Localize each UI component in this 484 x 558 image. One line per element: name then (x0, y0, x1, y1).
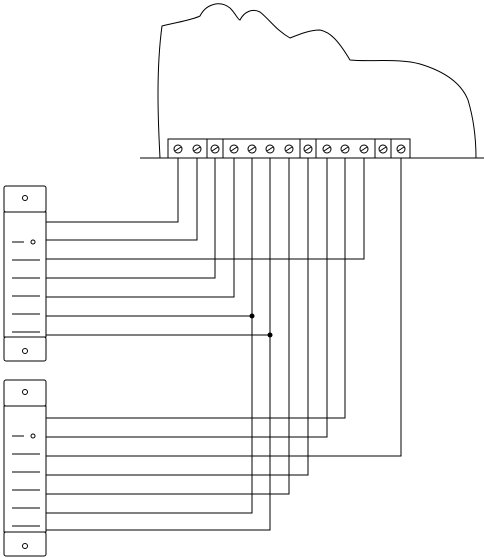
terminal-slot-11 (360, 146, 368, 152)
terminal-screw-4 (229, 144, 239, 154)
upper-connector-key-dot (30, 239, 36, 245)
lower-connector (3, 379, 47, 557)
lower-connector-mount-hole-top (22, 389, 28, 395)
terminal-slot-2 (193, 146, 201, 152)
upper-wire-7 (46, 158, 271, 336)
upper-connector-mount-hole-top (22, 195, 28, 201)
upper-wire-5 (46, 158, 235, 298)
terminal-screw-11 (359, 144, 369, 154)
terminal-screw-12 (378, 144, 388, 154)
upper-connector-mount-hole-bottom (22, 348, 28, 354)
lower-wire-5 (46, 158, 290, 495)
lower-wire-4 (46, 158, 309, 476)
terminal-screw-8 (303, 144, 313, 154)
terminal-screw-2 (192, 144, 202, 154)
terminal-slot-10 (341, 146, 349, 152)
lower-connector-bottom-cap (3, 531, 47, 557)
upper-connector (3, 185, 47, 362)
wires (46, 158, 402, 531)
junction-dot-1 (249, 313, 255, 319)
terminal-frame-12 (374, 138, 392, 159)
lower-connector-key-dot (30, 433, 36, 439)
terminal-screw-9 (322, 144, 332, 154)
device-housing-outline (157, 3, 477, 159)
upper-wire-2 (46, 158, 198, 241)
upper-wire-3 (46, 158, 365, 260)
terminal-slot-6 (266, 146, 274, 152)
terminal-slot-5 (248, 146, 256, 152)
lower-wire-2 (46, 158, 328, 438)
terminal-screw-1 (173, 144, 183, 154)
terminal-slot-12 (379, 146, 387, 152)
terminal-screw-13 (396, 144, 406, 154)
terminal-screw-10 (340, 144, 350, 154)
upper-wire-6 (46, 158, 253, 317)
terminal-slot-9 (323, 146, 331, 152)
lower-wire-6 (46, 158, 253, 514)
terminal-block (167, 138, 411, 159)
terminal-slot-4 (230, 146, 238, 152)
terminal-screw-3 (210, 144, 220, 154)
terminal-slot-3 (211, 146, 219, 152)
terminal-slot-7 (285, 146, 293, 152)
upper-connector-top-cap (3, 185, 47, 213)
junction-dot-2 (267, 332, 273, 338)
lower-connector-mount-hole-bottom (22, 543, 28, 549)
terminal-slot-8 (304, 146, 312, 152)
terminal-screw-6 (265, 144, 275, 154)
lower-connector-body (3, 405, 47, 533)
upper-connector-bottom-cap (3, 336, 47, 362)
terminal-screw-7 (284, 144, 294, 154)
upper-wire-4 (46, 158, 216, 279)
upper-wire-1 (46, 158, 179, 223)
terminal-screw-5 (247, 144, 257, 154)
lower-wire-7 (46, 158, 271, 531)
terminal-slot-13 (397, 146, 405, 152)
lower-connector-top-cap (3, 379, 47, 407)
terminal-slot-1 (174, 146, 182, 152)
upper-connector-body (3, 211, 47, 338)
lower-wire-1 (46, 158, 346, 419)
lower-wire-3 (46, 158, 402, 457)
